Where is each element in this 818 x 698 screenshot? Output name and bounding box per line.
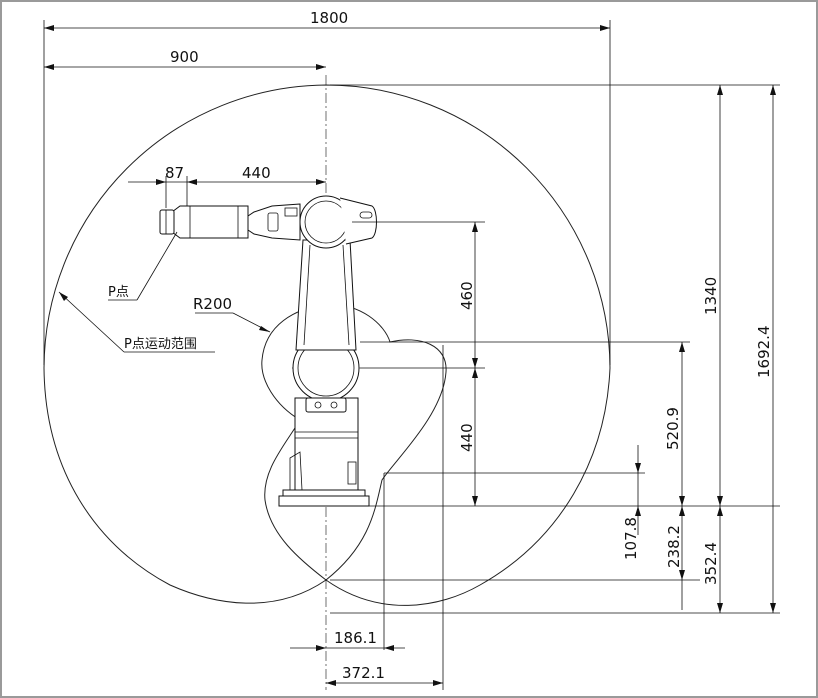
dim-lower-reach-b: 352.4 bbox=[702, 542, 720, 585]
robot-base-foot bbox=[282, 489, 366, 497]
dim-lower-reach-a: 238.2 bbox=[665, 525, 683, 568]
robot-arm bbox=[159, 195, 377, 507]
dim-forearm: 440 bbox=[242, 164, 271, 182]
label-p-range: P点运动范围 bbox=[124, 337, 197, 352]
dim-reach-total: 1800 bbox=[310, 9, 348, 27]
dim-flange-height: 107.8 bbox=[622, 517, 640, 560]
dim-rear-offset-a: 186.1 bbox=[334, 629, 377, 647]
wrist bbox=[171, 205, 249, 239]
dim-reach-half: 900 bbox=[170, 48, 199, 66]
dim-base-to-shoulder: 440 bbox=[458, 423, 476, 452]
label-p-point: P点 bbox=[108, 285, 129, 300]
dim-height-overall: 1692.4 bbox=[755, 326, 773, 379]
inner-envelope-outline bbox=[261, 304, 447, 581]
robot-column bbox=[294, 397, 359, 491]
forearm bbox=[247, 203, 301, 241]
dim-rear-offset-b: 372.1 bbox=[342, 664, 385, 682]
dim-shoulder-height: 520.9 bbox=[664, 407, 682, 450]
label-radius: R200 bbox=[193, 295, 232, 313]
tool-flange bbox=[159, 209, 175, 235]
dim-upper-arm: 460 bbox=[458, 281, 476, 310]
robot-base-plate bbox=[278, 495, 370, 507]
shoulder-cover bbox=[305, 397, 347, 413]
dim-height-total: 1340 bbox=[702, 277, 720, 315]
dim-wrist-offset: 87 bbox=[165, 164, 184, 182]
